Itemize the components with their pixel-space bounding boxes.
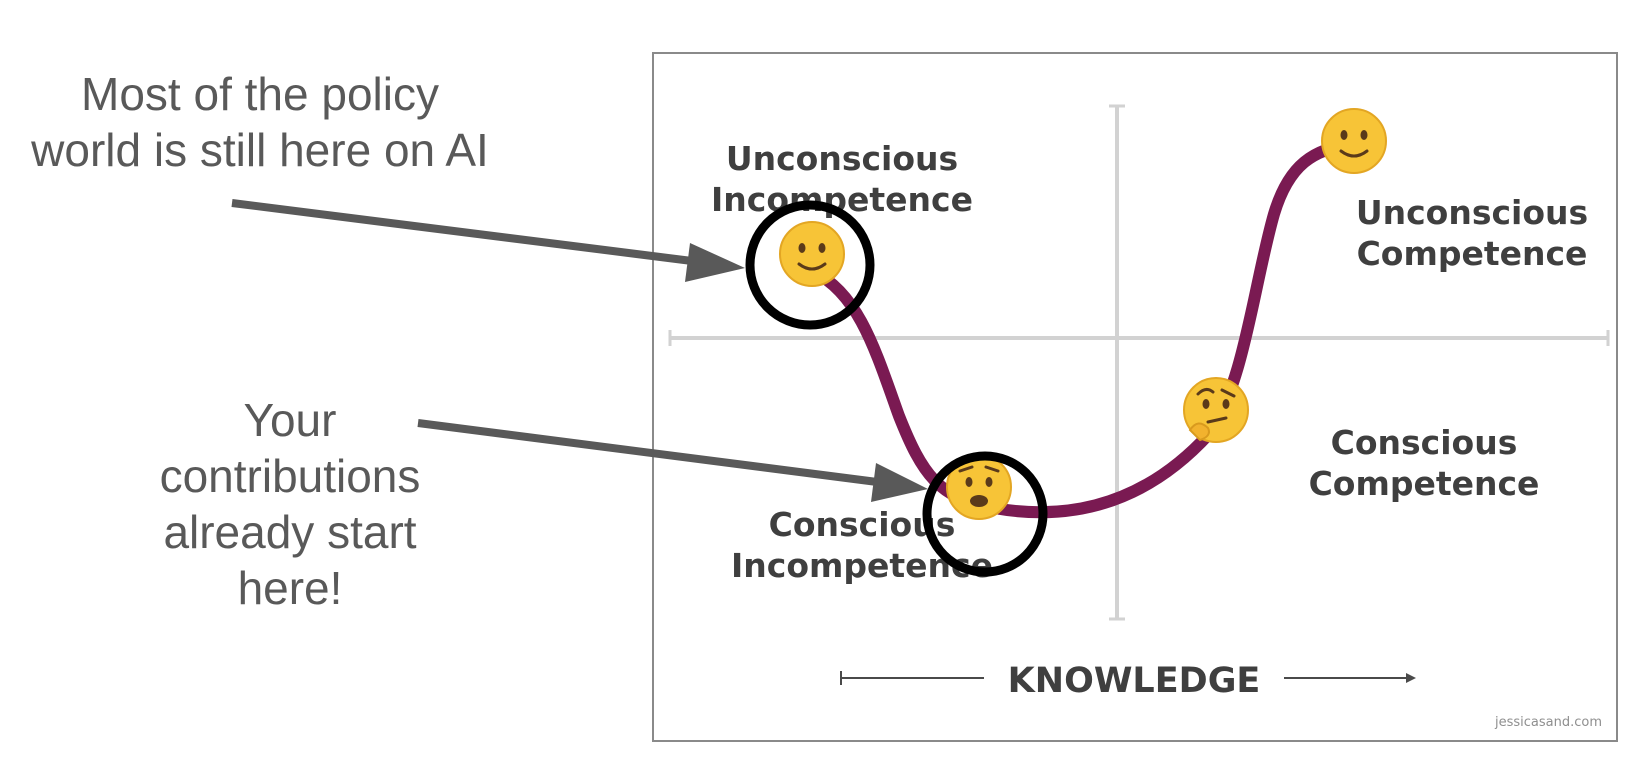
label-conscious-competence: Conscious Competence — [1308, 423, 1540, 503]
pointer-arrow-top-line — [231, 199, 701, 266]
annotation-policy-world: Most of the policy world is still here o… — [31, 68, 489, 176]
label-unconscious-competence: Unconscious Competence — [1355, 193, 1589, 273]
knowledge-axis-label: KNOWLEDGE — [984, 658, 1284, 704]
learning-curve — [808, 138, 1358, 519]
knowledge-arrow-head — [1406, 673, 1416, 683]
credit-text: jessicasand.com — [1494, 715, 1602, 730]
label-unconscious-incompetence: Unconscious Incompetence — [711, 139, 973, 219]
slightly-smiling-face-icon — [779, 221, 845, 287]
annotation-contributions: Your contributions already start here! — [159, 394, 421, 614]
thinking-face-icon — [1183, 377, 1249, 443]
competence-diagram: Unconscious Incompetence Conscious Incom… — [652, 52, 1618, 742]
slightly-smiling-face-icon — [1321, 108, 1387, 174]
label-conscious-incompetence: Conscious Incompetence — [731, 505, 993, 585]
